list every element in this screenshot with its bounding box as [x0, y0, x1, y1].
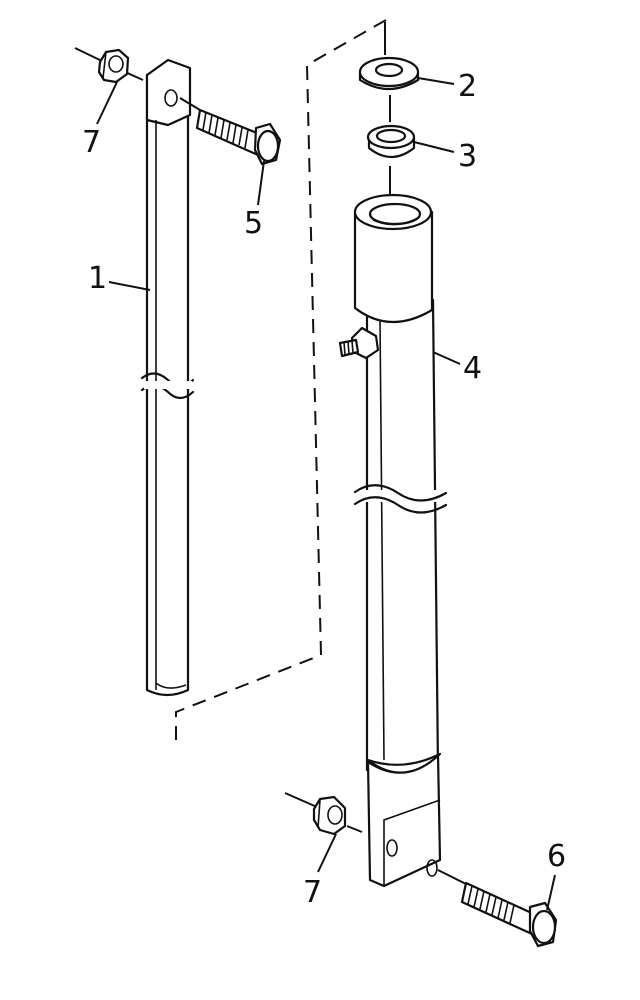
rod-part-1: [140, 58, 195, 697]
tube-part-4: [338, 193, 448, 888]
callout-part-3: 3: [458, 139, 477, 174]
callout-part-2: 2: [458, 69, 477, 104]
bolt-part-5: [179, 97, 282, 166]
callout-part-7-bottom: 7: [303, 875, 322, 910]
nut-part-7-bottom: [284, 792, 363, 836]
callout-part-5: 5: [244, 206, 263, 241]
callout-part-7-top: 7: [82, 125, 101, 160]
washer-part-2: [358, 22, 420, 90]
bushing-part-3: [366, 95, 416, 198]
callout-part-1: 1: [88, 261, 107, 296]
callout-part-4: 4: [463, 351, 482, 386]
callout-part-6: 6: [547, 839, 566, 874]
callout-leaders: [96, 77, 556, 911]
nut-part-7-top: [74, 47, 144, 84]
bolt-part-6: [437, 869, 558, 948]
